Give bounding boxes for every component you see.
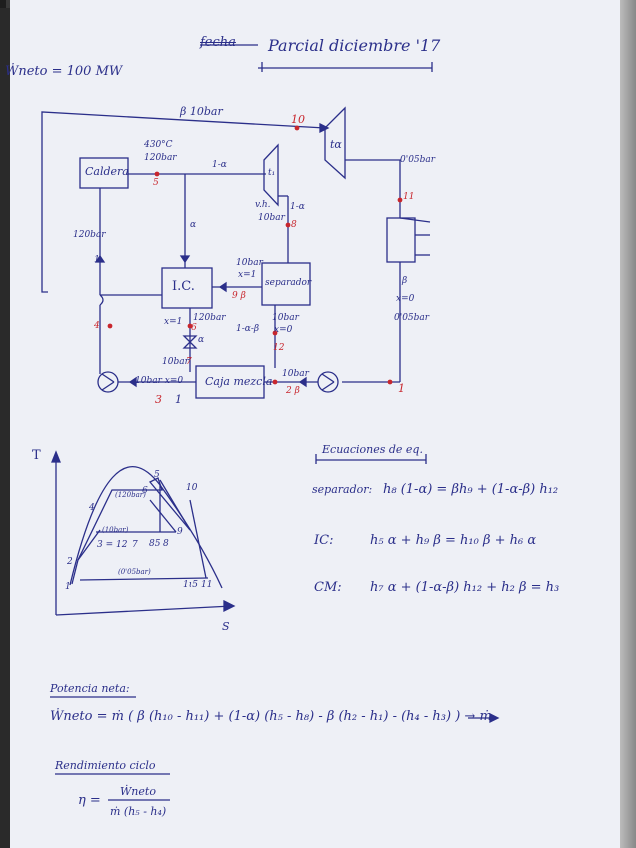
label-state-in: 430°C <box>144 140 173 150</box>
label-alpha: α <box>190 220 197 230</box>
pump-left <box>97 371 119 393</box>
label-flow-1a: 1-α <box>212 160 227 170</box>
efficiency-den: ṁ (h₅ - h₄) <box>110 805 167 818</box>
label-sep-in: 10bar <box>236 258 263 268</box>
ts-dome <box>69 466 223 589</box>
label-caja-mezcla: Caja mezcla <box>205 375 273 388</box>
ts-n11-5: 1ɩ5 <box>183 580 198 590</box>
ts-n8: 8 <box>163 539 169 549</box>
label-point-10: 10 <box>291 113 305 126</box>
label-x1: x=1 <box>164 317 183 327</box>
ts-n5: 5 <box>154 470 160 480</box>
label-10bar-x0: 10bar x=0 <box>135 376 184 386</box>
caldera-shape <box>79 157 129 189</box>
label-point-6: 6 <box>191 323 197 333</box>
top-steam-line <box>41 111 326 293</box>
label-point-8: 8 <box>291 220 297 230</box>
label-turbine-alta: tα <box>330 138 342 151</box>
ts-n9: 9 <box>177 527 183 537</box>
ic-eq: h₅ α + h₉ β = h₁₀ β + h₆ α <box>370 533 537 548</box>
efficiency-num: Ẇneto <box>120 785 156 798</box>
label-cond-out-p: 0'05bar <box>400 155 436 165</box>
label-beta: β <box>402 276 408 286</box>
background-edge <box>620 0 636 848</box>
label-flow-1a-b: 1-α <box>290 202 305 212</box>
label-point-9: 9 β <box>232 291 246 301</box>
sep-eq-label: separador: <box>312 483 373 496</box>
page-title: Parcial diciembre '17 <box>268 36 441 55</box>
label-point-1: 1 <box>398 382 405 395</box>
ts-n2: 2 <box>67 557 73 567</box>
label-120bar-mid: 120bar <box>193 313 226 323</box>
label-sep-out: 10bar <box>272 313 299 323</box>
ts-n10: 10 <box>186 483 198 493</box>
label-caldera: Caldera <box>85 165 129 178</box>
sep-eq: h₈ (1-α) = βh₉ + (1-α-β) h₁₂ <box>383 482 559 497</box>
turbine-alta-shape <box>324 106 346 180</box>
label-point-7: 7 <box>186 357 192 367</box>
cm-eq: h₇ α + (1-α-β) h₁₂ + h₂ β = h₃ <box>370 580 560 595</box>
label-120bar-left: 120bar <box>73 230 106 240</box>
power-heading: Potencia neta: <box>50 682 130 695</box>
label-vh: v.h. <box>255 200 271 210</box>
label-10bar-valve: 10bar <box>162 357 189 367</box>
label-10bar-t1: 10bar <box>258 213 285 223</box>
ts-n7: 7 <box>132 540 138 550</box>
ts-n1: 1 <box>65 582 71 592</box>
label-separador: separador <box>265 278 312 288</box>
efficiency-lhs: η = <box>78 793 101 808</box>
cm-eq-label: CM: <box>314 580 342 595</box>
label-sep-x0: x=0 <box>274 325 293 335</box>
label-point-2: 2 β <box>286 386 300 396</box>
net-power-given: Ẇneto = 100 MW <box>5 64 123 79</box>
label-point-4: 4 <box>94 321 100 331</box>
label-10bar-pump: 10bar <box>282 369 309 379</box>
efficiency-heading: Rendimiento ciclo <box>55 759 156 772</box>
ts-p005: (0'05bar) <box>118 568 151 576</box>
label-top-line: β 10bar <box>180 105 223 118</box>
label-one-bottom: 1 <box>175 393 182 406</box>
ts-n8-5: 85 <box>149 539 161 549</box>
ts-s-axis <box>55 605 233 616</box>
label-sep-x: x=1 <box>238 270 257 280</box>
struck-word: fecha <box>200 35 236 50</box>
separator-shape <box>261 262 311 306</box>
label-point-3: 3 <box>155 393 162 406</box>
ts-n4: 4 <box>89 503 95 513</box>
ts-n3-12: 3 = 12 <box>97 540 128 550</box>
ts-t-label: T <box>32 448 41 463</box>
ic-shape <box>161 267 213 309</box>
ic-eq-label: IC: <box>314 533 334 548</box>
turbine-1-shape <box>263 143 279 207</box>
label-ic: I.C. <box>172 279 195 294</box>
ts-s-label: S <box>222 620 230 633</box>
ts-n6: 6 <box>142 486 148 496</box>
label-flow-mid: 1-α-β <box>236 324 260 334</box>
power-eq: Ẇneto = ṁ ( β (h₁₀ - h₁₁) + (1-α) (h₅ - … <box>50 709 492 724</box>
condenser-shape <box>386 217 416 263</box>
label-p-in: 120bar <box>144 153 177 163</box>
label-turbine-1: t₁ <box>268 168 276 178</box>
turbine-exit-line <box>345 159 401 218</box>
label-cond-bar: 0'05bar <box>394 313 430 323</box>
ts-p10: (10bar) <box>102 526 129 534</box>
ts-n11: 11 <box>201 580 213 590</box>
label-point-11: 11 <box>403 192 415 202</box>
ts-p120: (120bar) <box>115 491 146 499</box>
label-valve-alpha: α <box>198 335 205 345</box>
label-one-left: 1 <box>94 255 100 265</box>
equations-heading: Ecuaciones de eq. <box>322 443 423 456</box>
label-point-12: 12 <box>273 343 285 353</box>
pump-right <box>317 371 339 393</box>
label-point-5: 5 <box>153 178 159 188</box>
label-x0: x=0 <box>396 294 415 304</box>
paper-sheet <box>10 0 620 848</box>
